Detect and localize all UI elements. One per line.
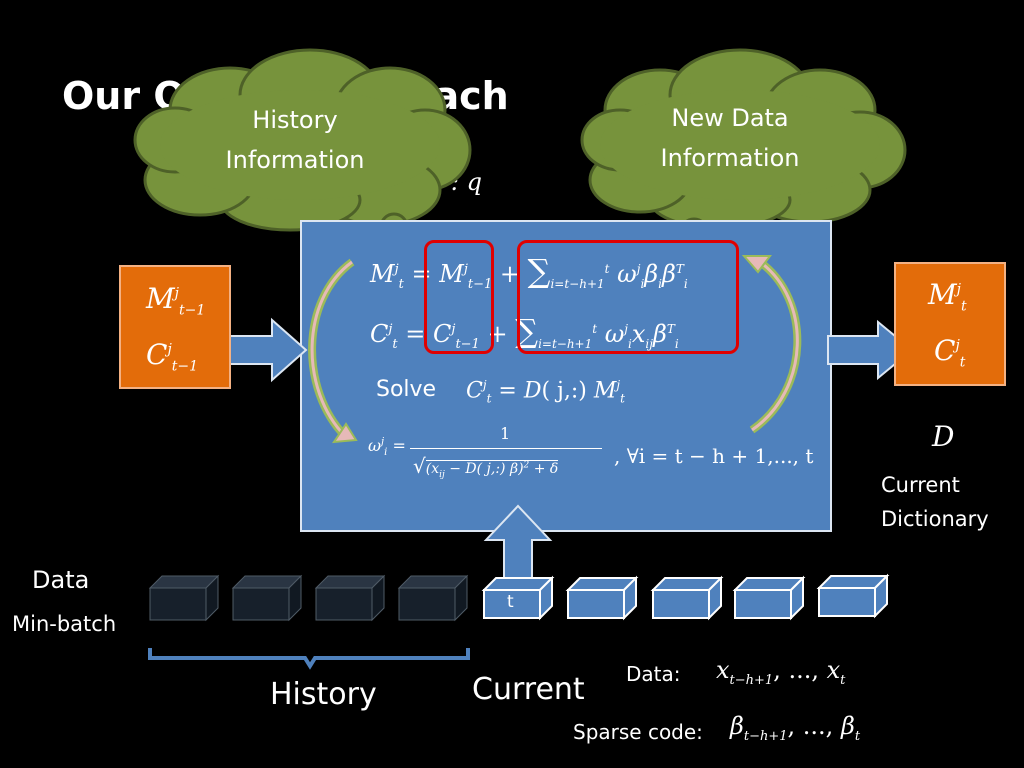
equation-m-update: Mjt = Mjt−1 + ∑i=t−h+1t ωjiβiβTi [370, 252, 688, 292]
omega-lhs: ωji = [368, 436, 406, 459]
right-c-term: Cjt [934, 334, 966, 371]
omega-numerator: 1 [500, 424, 511, 443]
history-cube-1 [148, 574, 220, 622]
dictionary-label-line2: Dictionary [881, 507, 989, 531]
left-curved-arrowhead [332, 422, 358, 444]
dictionary-label: Current Dictionary [881, 468, 989, 536]
minbatch-label: Min-batch [12, 612, 117, 636]
history-term-highlight [424, 240, 494, 354]
future-cube-1 [565, 575, 639, 621]
future-cube-2 [650, 575, 724, 621]
history-cube-4 [397, 574, 469, 622]
left-c-term: Cjt−1 [146, 338, 199, 375]
updated-statistics-box [894, 262, 1006, 386]
omega-denominator: √(xij − D( j,:) β)2 + δ [413, 454, 559, 480]
equation-c-update: Cjt = Cjt−1 + ∑i=t−h+1t ωjixijβTi [370, 312, 679, 352]
current-label: Current [472, 672, 585, 707]
newdata-cloud-shape [580, 48, 907, 230]
data-prefix: Data: [626, 662, 681, 686]
dictionary-label-line1: Current [881, 473, 960, 497]
previous-statistics-box [119, 265, 231, 389]
current-cube-t [481, 575, 555, 621]
current-data-up-arrow [483, 504, 553, 581]
solve-label: Solve [376, 377, 437, 402]
dictionary-symbol: D [932, 420, 955, 453]
history-cube-3 [314, 574, 386, 622]
omega-condition: , ∀i = t − h + 1,..., t [614, 444, 814, 468]
history-cloud-line2: Information [225, 146, 365, 174]
history-label: History [270, 677, 377, 712]
sparse-range: βt−h+1, ..., βt [730, 712, 861, 744]
data-label: Data [32, 566, 90, 594]
right-m-term: Mjt [928, 278, 967, 315]
history-cloud-shape [133, 48, 472, 232]
solve-equation: Cjt = D( j,:) Mjt [466, 378, 625, 406]
current-cube-label: t [507, 592, 514, 612]
sparse-prefix: Sparse code: [573, 720, 703, 744]
data-range: xt−h+1, ..., xt [716, 656, 846, 688]
newdata-cloud-line1: New Data [671, 104, 789, 132]
history-cloud: History Information [200, 100, 390, 180]
right-curved-arrowhead [741, 255, 772, 274]
left-m-term: Mjt−1 [146, 282, 206, 319]
future-cube-4 [816, 573, 890, 619]
future-cube-3 [732, 575, 806, 621]
update-panel [300, 220, 832, 532]
newdata-term-highlight [517, 240, 739, 354]
history-cloud-line1: History [252, 106, 338, 134]
newdata-cloud: New Data Information [630, 98, 830, 178]
left-input-arrow [229, 317, 308, 383]
history-brace [148, 648, 470, 670]
omega-fraction-bar [410, 448, 602, 449]
newdata-cloud-line2: Information [660, 144, 800, 172]
history-cube-2 [231, 574, 303, 622]
